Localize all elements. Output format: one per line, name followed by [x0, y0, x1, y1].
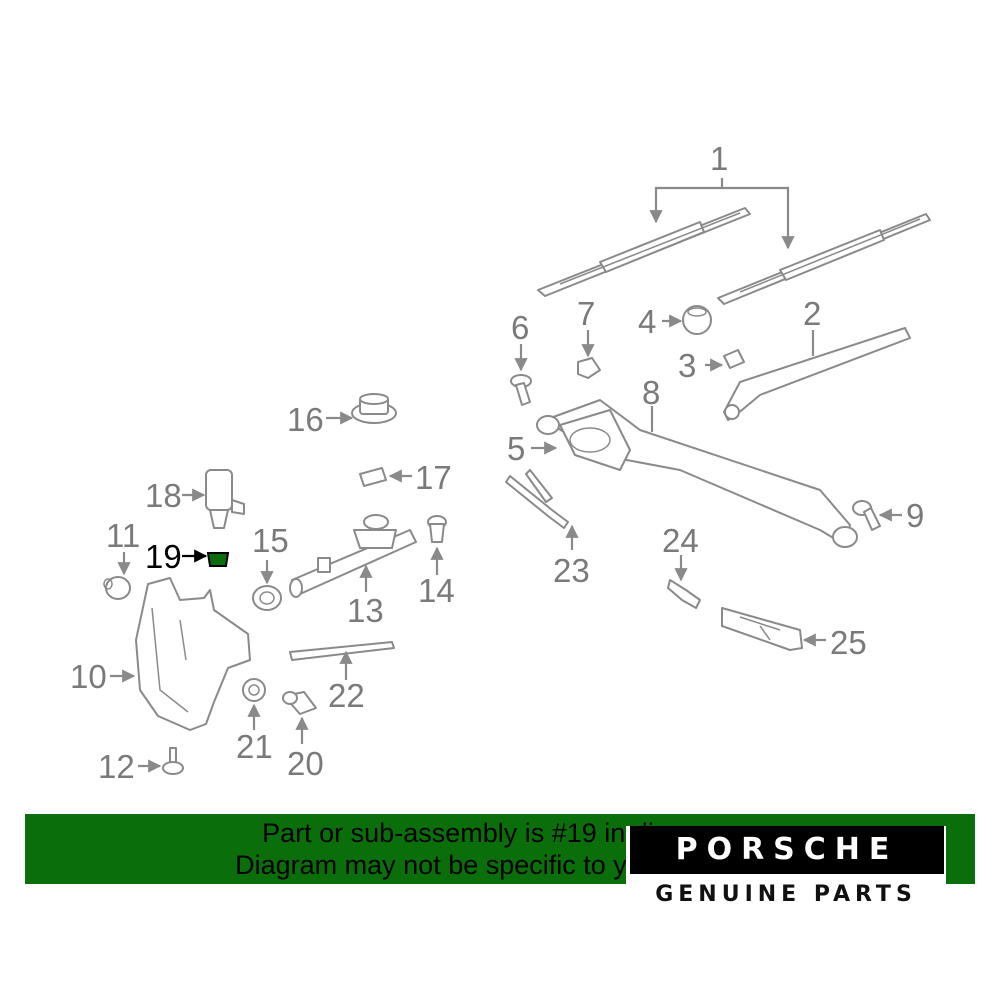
callout-25: 25: [830, 624, 867, 661]
washer-reservoir-10: [135, 577, 251, 731]
callout-21: 21: [236, 728, 273, 765]
washer-hose-23: [505, 469, 569, 529]
callout-7: 7: [577, 295, 595, 332]
bushing-11: [103, 576, 131, 600]
callout-8: 8: [642, 374, 660, 411]
callout-19: 19: [145, 538, 182, 575]
wiper-arm: [723, 327, 911, 421]
callout-18: 18: [145, 477, 182, 514]
porsche-genuine-parts-logo: PORSCHE GENUINE PARTS: [626, 826, 946, 911]
callout-2: 2: [803, 295, 821, 332]
logo-tagline: GENUINE PARTS: [655, 882, 917, 907]
washer-nozzle-25: [721, 607, 803, 651]
wiper-blade-right: [717, 213, 931, 305]
callout-6: 6: [511, 309, 529, 346]
callout-1: 1: [710, 140, 728, 177]
callout-12: 12: [98, 748, 135, 785]
level-sensor-20: [282, 691, 317, 715]
callout-24: 24: [662, 522, 699, 559]
callout-13: 13: [347, 592, 384, 629]
callout-9: 9: [906, 497, 924, 534]
clip-17: [359, 467, 387, 487]
callout-4: 4: [638, 303, 656, 340]
grommet-15: [252, 585, 282, 611]
logo-wordmark-box: PORSCHE: [630, 826, 944, 874]
connector-24: [667, 579, 701, 609]
callout-15: 15: [252, 522, 289, 559]
callout-5: 5: [507, 430, 525, 467]
plug-14: [427, 515, 447, 543]
cap-3: [723, 349, 745, 369]
seal-strip-22: [289, 641, 395, 661]
bolt-9: [852, 500, 881, 531]
logo-wordmark: PORSCHE: [675, 832, 899, 867]
callout-3: 3: [678, 347, 696, 384]
callout-20: 20: [287, 745, 324, 782]
wiper-blade-left: [537, 207, 751, 297]
callout-14: 14: [418, 572, 455, 609]
filler-cap-16: [351, 393, 397, 424]
wiper-motor: [559, 409, 631, 471]
callout-labels: 1 2 3 4 5 6 7 8 9 10 11 12 13 14 15 16 1…: [70, 140, 924, 785]
callout-22: 22: [328, 677, 365, 714]
washer-pump-18: [205, 469, 245, 529]
bolt-12: [162, 747, 184, 775]
grommet-19-highlighted: [206, 552, 230, 567]
nut-7: [577, 357, 601, 379]
callout-17: 17: [415, 459, 452, 496]
nut-cover-4: [682, 305, 712, 335]
callout-16: 16: [287, 401, 324, 438]
callout-10: 10: [70, 658, 107, 695]
grommet-21: [242, 678, 266, 702]
callout-23: 23: [553, 552, 590, 589]
bolt-6: [510, 374, 532, 406]
callout-11: 11: [106, 517, 140, 554]
filler-neck-13: [289, 514, 417, 598]
